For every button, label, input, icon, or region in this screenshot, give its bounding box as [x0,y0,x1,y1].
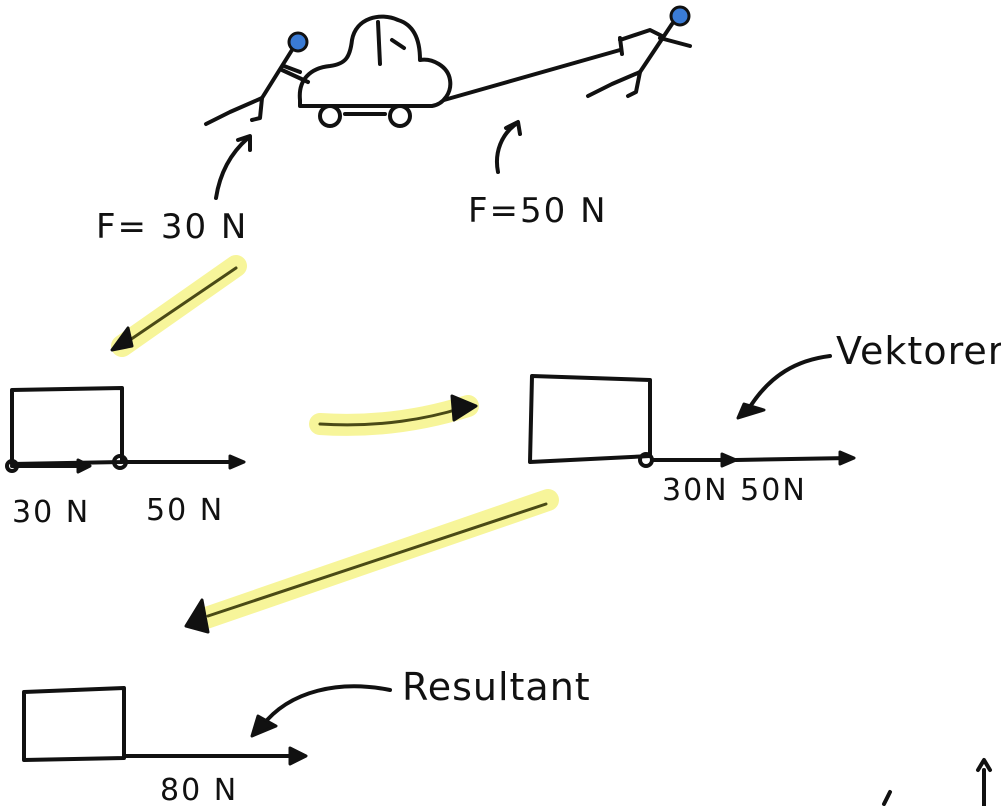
box1-left-label: 30 N [12,495,90,530]
highlight-arrow-2 [309,394,479,436]
highlight-arrow-3 [184,489,559,634]
box3-label: 80 N [160,773,238,806]
rope-right [442,48,622,102]
vektorer-label: Vektorer [836,329,1001,373]
stick-figure-right [586,5,692,98]
box-3 [22,686,308,766]
resultant-label: Resultant [402,665,591,709]
stray-mark [882,758,992,806]
box1-right-label: 50 N [146,493,224,528]
force-left-label: F= 30 N [96,207,248,247]
pointer-arrow-right [495,120,522,174]
box-1 [5,386,246,474]
highlight-arrow-1 [110,255,247,357]
box-2 [528,374,856,468]
stick-figure-left [204,31,310,126]
head-icon [669,5,691,27]
car [297,14,453,128]
box2-label: 30N 50N [662,473,807,508]
pointer-arrow-vektorer [736,354,832,420]
force-right-label: F=50 N [468,191,608,231]
head-icon [287,31,309,53]
pointer-arrow-resultant [250,684,392,738]
pointer-arrow-left [214,134,252,200]
